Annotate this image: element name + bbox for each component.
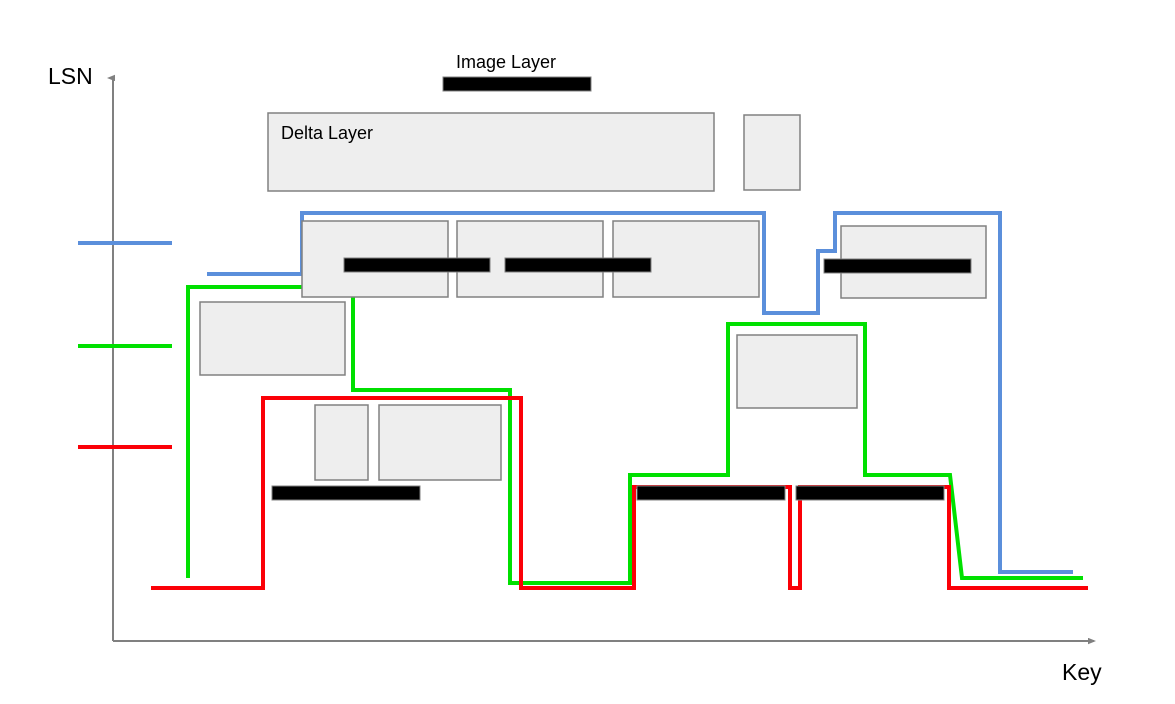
y-axis-label: LSN	[48, 63, 93, 89]
axes-group	[113, 78, 1094, 641]
image-bar-blue-1	[343, 257, 491, 273]
image-bar-blue-2	[504, 257, 652, 273]
delta-layer-box-small	[743, 114, 801, 191]
image-bar-top	[442, 76, 592, 92]
legend-ticks-group	[78, 241, 172, 449]
delta-layer-box-main	[267, 112, 715, 192]
image-bar-bottom-2	[795, 485, 945, 501]
delta-layer-boxes-group	[199, 112, 987, 481]
delta-layer-label: Delta Layer	[281, 123, 374, 143]
image-layer-label: Image Layer	[456, 52, 557, 72]
red-layer-box-1	[314, 404, 369, 481]
image-bar-bottom-1	[636, 485, 786, 501]
image-layer-bars-group	[271, 76, 972, 501]
image-bar-blue-3	[823, 258, 972, 274]
green-boundary-line	[186, 285, 1083, 585]
red-layer-box-2	[378, 404, 502, 481]
x-axis-label: Key	[1062, 659, 1102, 685]
image-bar-red-1	[271, 485, 421, 501]
green-layer-box-2	[736, 334, 858, 409]
green-layer-box-1	[199, 301, 346, 376]
